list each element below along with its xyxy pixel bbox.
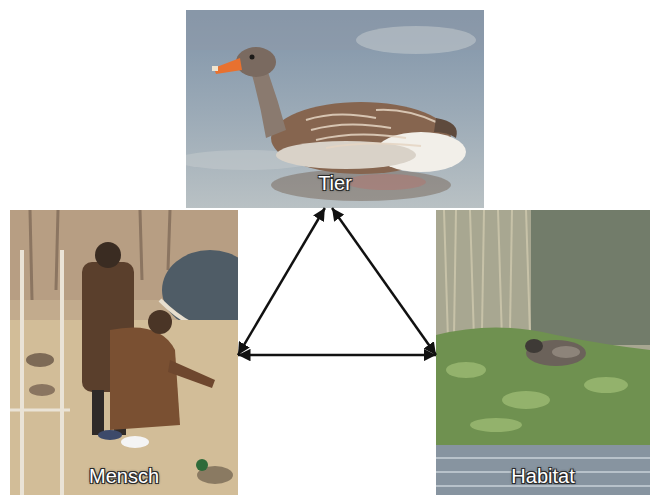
photo-label: Mensch	[89, 465, 159, 487]
photo-label: Habitat	[511, 465, 574, 487]
double-arrow	[238, 354, 436, 357]
photo-box: Mensch	[10, 210, 238, 495]
habitat-photo	[436, 210, 650, 495]
double-arrow	[332, 208, 436, 355]
photo-box: Tier	[186, 10, 484, 208]
double-arrow	[238, 208, 325, 355]
people-photo	[10, 210, 238, 495]
photo-box: Habitat	[436, 210, 650, 495]
photo-label: Tier	[318, 172, 352, 194]
